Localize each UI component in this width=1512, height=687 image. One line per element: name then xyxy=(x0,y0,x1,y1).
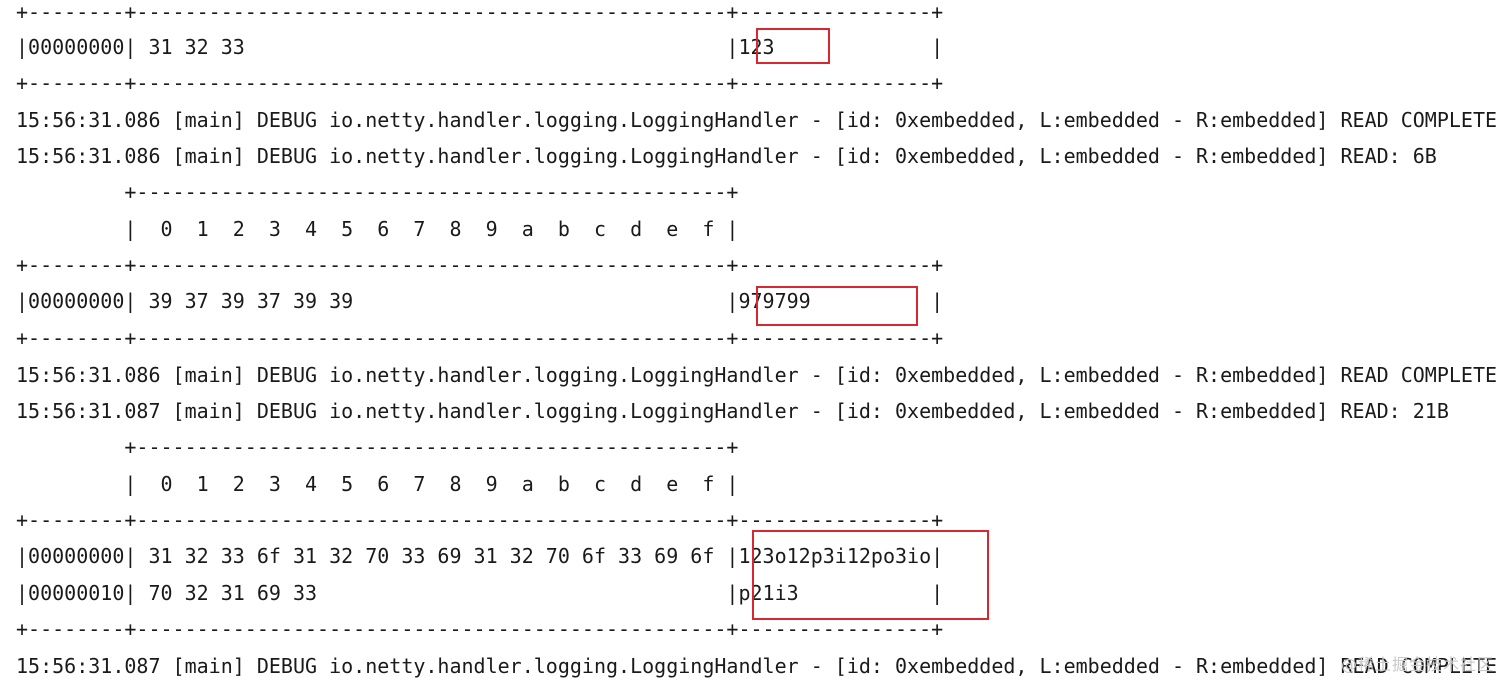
hexdump-row: |00000000| 31 32 33 |123 | xyxy=(16,35,944,59)
hexdump-border: +--------+------------------------------… xyxy=(16,71,944,95)
hexdump-border: +--------+------------------------------… xyxy=(16,253,944,277)
hexdump-header: | 0 1 2 3 4 5 6 7 8 9 a b c d e f | xyxy=(16,217,739,241)
hexdump-row: |00000000| 31 32 33 6f 31 32 70 33 69 31… xyxy=(16,544,944,568)
log-line: 15:56:31.087 [main] DEBUG io.netty.handl… xyxy=(16,399,1449,423)
hexdump-border: +--------+------------------------------… xyxy=(16,0,944,24)
log-line: 15:56:31.086 [main] DEBUG io.netty.handl… xyxy=(16,363,1498,387)
log-line: 15:56:31.086 [main] DEBUG io.netty.handl… xyxy=(16,144,1437,168)
hexdump-border: +---------------------------------------… xyxy=(16,435,739,459)
hexdump-border: +---------------------------------------… xyxy=(16,180,739,204)
hexdump-header: | 0 1 2 3 4 5 6 7 8 9 a b c d e f | xyxy=(16,472,739,496)
hexdump-border: +--------+------------------------------… xyxy=(16,326,944,350)
watermark: @稀土掘金技术社区 xyxy=(1340,655,1494,674)
log-line: 15:56:31.086 [main] DEBUG io.netty.handl… xyxy=(16,108,1498,132)
hexdump-row: |00000000| 39 37 39 37 39 39 |979799 | xyxy=(16,289,944,313)
hexdump-row: |00000010| 70 32 31 69 33 |p21i3 | xyxy=(16,581,944,605)
hexdump-border: +--------+------------------------------… xyxy=(16,508,944,532)
hexdump-border: +--------+------------------------------… xyxy=(16,617,944,641)
log-line: 15:56:31.087 [main] DEBUG io.netty.handl… xyxy=(16,654,1498,678)
